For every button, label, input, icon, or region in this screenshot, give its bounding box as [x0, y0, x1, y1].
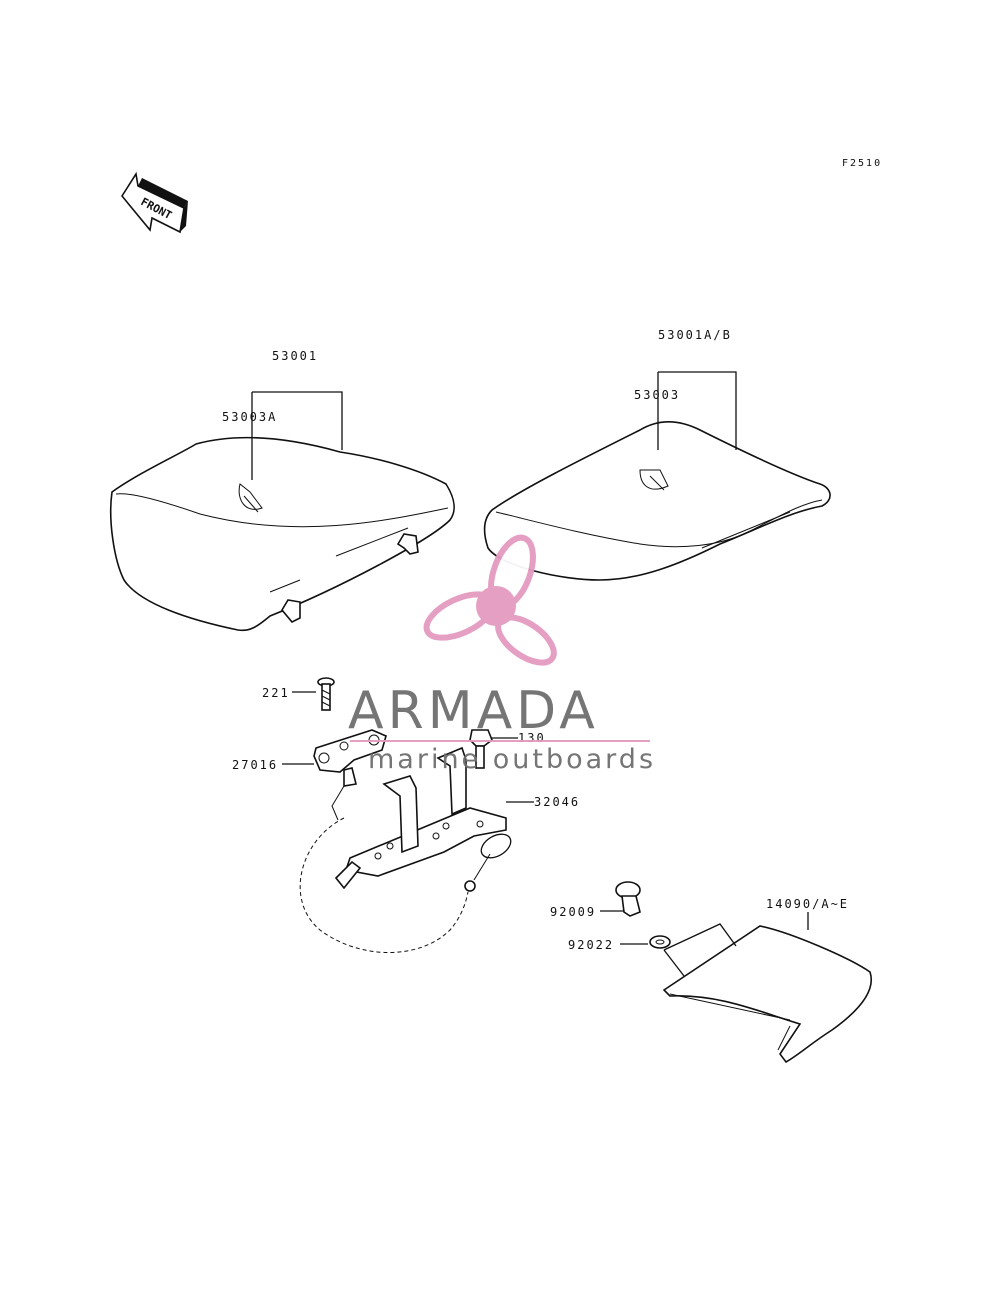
label-32046: 32046 [534, 795, 580, 809]
label-53001ab: 53001A/B [658, 328, 732, 342]
armada-logo: ARMADA marine outboards [348, 534, 656, 775]
cover-14090 [662, 925, 872, 1064]
seat-lock-bracket-32046 [334, 746, 512, 892]
front-arrow-icon: FRONT [121, 171, 188, 234]
brand-name: ARMADA [348, 681, 599, 741]
washer-92022 [649, 935, 671, 949]
label-53001: 53001 [272, 349, 318, 363]
seat-53001 [109, 436, 455, 632]
label-53003a: 53003A [222, 410, 277, 424]
figure-code: F2510 [842, 158, 882, 169]
label-92009: 92009 [550, 905, 596, 919]
lanyard-cord [299, 817, 469, 953]
screw-221 [317, 677, 335, 711]
brand-tagline: marine outboards [368, 744, 656, 775]
leader-lines [251, 371, 809, 977]
label-14090: 14090/A~E [766, 897, 849, 911]
propeller-icon [423, 534, 557, 666]
label-53003: 53003 [634, 388, 680, 402]
label-92022: 92022 [568, 938, 614, 952]
seat-53001ab [483, 420, 831, 581]
bolt-92009 [615, 881, 641, 917]
label-221: 221 [262, 686, 290, 700]
label-27016: 27016 [232, 758, 278, 772]
